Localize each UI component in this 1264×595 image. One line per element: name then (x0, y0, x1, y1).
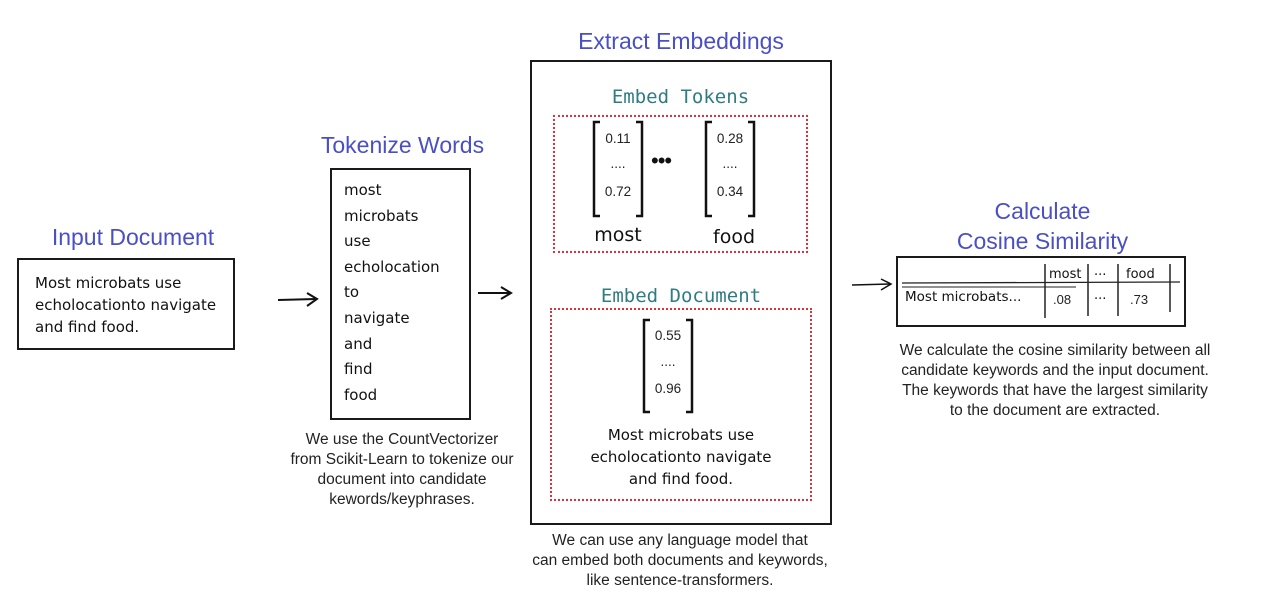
vector-value: .... (610, 156, 626, 171)
input-document-line: Most microbats use (35, 274, 182, 292)
cosine-title-line: Calculate (994, 198, 1091, 224)
cosine-description: We calculate the cosine similarity betwe… (860, 341, 1250, 421)
vector-value: .... (660, 354, 676, 369)
token-label: food (713, 226, 755, 248)
vector-value: 0.11 (605, 131, 631, 146)
description-line: We can use any language model that (552, 532, 808, 549)
vector-value: 0.34 (716, 184, 744, 199)
vector-value: 0.96 (654, 381, 682, 396)
vector-bracket-icon (592, 120, 644, 218)
extract-title: Extract Embeddings (578, 28, 784, 54)
vector-value: 0.55 (654, 328, 682, 343)
document-line: Most microbats use (607, 426, 755, 444)
extract-description: We can use any language model that can e… (490, 531, 870, 591)
cosine-title-line: Cosine Similarity (956, 228, 1129, 254)
arrow-icon (277, 292, 319, 307)
token-item: and (344, 334, 373, 353)
description-line: to the document are extracted. (949, 402, 1161, 419)
input-document-line: echolocationto navigate (35, 296, 217, 314)
token-item: find (344, 360, 373, 379)
table-cell: ... (1094, 288, 1107, 303)
embed-document-text: Most microbats use echolocationto naviga… (556, 424, 806, 490)
embed-document-title: Embed Document (600, 285, 762, 307)
token-label: most (594, 224, 642, 246)
token-item: to (344, 283, 360, 302)
embed-tokens-box (553, 115, 808, 253)
extract-box (530, 60, 832, 525)
vector-value: 0.72 (604, 184, 632, 199)
token-item: most (344, 181, 382, 199)
ellipsis-icon: ••• (651, 148, 672, 173)
table-row-label: Most microbats... (905, 289, 1022, 305)
description-line: We use the CountVectorizer (305, 431, 499, 448)
description-line: document into candidate (317, 471, 487, 488)
embed-tokens-title: Embed Tokens (611, 86, 750, 108)
token-item: echolocation (344, 257, 440, 276)
document-line: echolocationto navigate (590, 448, 772, 466)
cosine-title: Calculate Cosine Similarity (900, 196, 1185, 256)
vector-bracket-icon (642, 318, 694, 414)
tokenize-description: We use the CountVectorizer from Scikit-L… (262, 430, 542, 510)
vector-value: .... (722, 156, 738, 171)
arrow-icon (851, 278, 893, 291)
token-item: microbats (344, 206, 419, 225)
table-header-cell: most (1049, 267, 1082, 282)
table-header-cell: food (1126, 267, 1155, 282)
vector-value: 0.28 (716, 131, 744, 146)
description-line: can embed both documents and keywords, (532, 552, 828, 569)
description-line: like sentence-transformers. (586, 572, 774, 589)
token-item: navigate (344, 308, 410, 327)
token-item: use (344, 232, 371, 251)
tokenize-title: Tokenize Words (320, 132, 485, 158)
input-document-box: Most microbats use echolocationto naviga… (17, 258, 235, 350)
document-line: and find food. (628, 470, 734, 488)
table-cell: .08 (1053, 292, 1072, 307)
table-cell: .73 (1130, 292, 1149, 307)
similarity-table-lines (901, 264, 1181, 318)
arrow-icon (478, 286, 513, 300)
input-document-line: and find food. (35, 318, 140, 336)
vector-bracket-icon (704, 120, 756, 218)
input-document-title: Input Document (51, 224, 215, 250)
description-line: from Scikit-Learn to tokenize our (290, 451, 514, 468)
token-list-box: most microbats use echolocation to navig… (330, 168, 471, 420)
description-line: The keywords that have the largest simil… (902, 382, 1208, 399)
description-line: kewords/keyphrases. (329, 491, 475, 508)
similarity-table-box (896, 256, 1186, 327)
token-item: food (344, 385, 378, 404)
table-header-cell: ... (1094, 264, 1107, 279)
embed-document-box (550, 308, 812, 501)
description-line: We calculate the cosine similarity betwe… (899, 342, 1211, 359)
description-line: candidate keywords and the input documen… (901, 362, 1209, 379)
